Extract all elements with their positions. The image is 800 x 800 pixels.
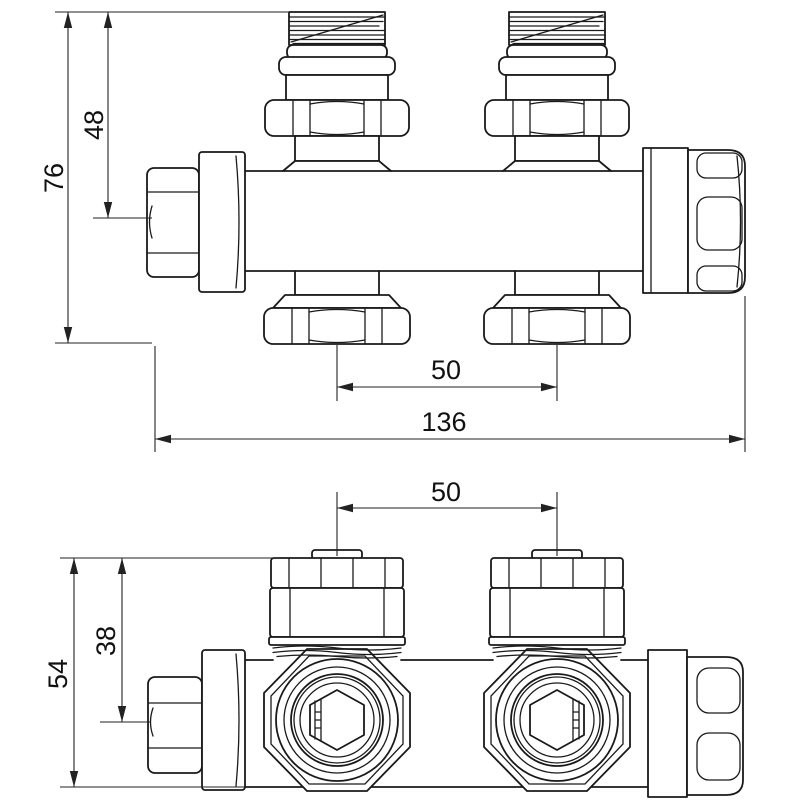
side-hex-nut-front [146,151,246,293]
dim-label-48: 48 [79,110,109,140]
end-cap-front [642,147,746,294]
top-view-dimensions: 50 54 38 [43,477,558,788]
front-view: 76 48 50 136 [39,11,746,452]
valve-body-top [244,659,649,788]
dim-label-54: 54 [43,659,73,689]
side-hex-nut-top [147,649,246,791]
port-boss-left [263,648,411,792]
end-cap-top [647,649,744,798]
union-nut-right [483,270,631,345]
dim-label-50-front: 50 [431,355,461,385]
protection-cap-left [268,549,406,659]
dim-label-38: 38 [91,626,121,656]
dim-label-136: 136 [421,407,466,437]
valve-body-front [244,170,644,272]
inlet-connection-right [484,11,630,172]
front-view-dimensions: 76 48 50 136 [39,11,746,452]
inlet-connection-left [264,11,410,172]
union-nut-left [263,270,411,345]
top-view: 50 54 38 [43,477,744,798]
dim-label-50-top: 50 [431,477,461,507]
port-boss-right [483,648,631,792]
dim-label-76: 76 [39,163,69,193]
protection-cap-right [488,549,626,659]
